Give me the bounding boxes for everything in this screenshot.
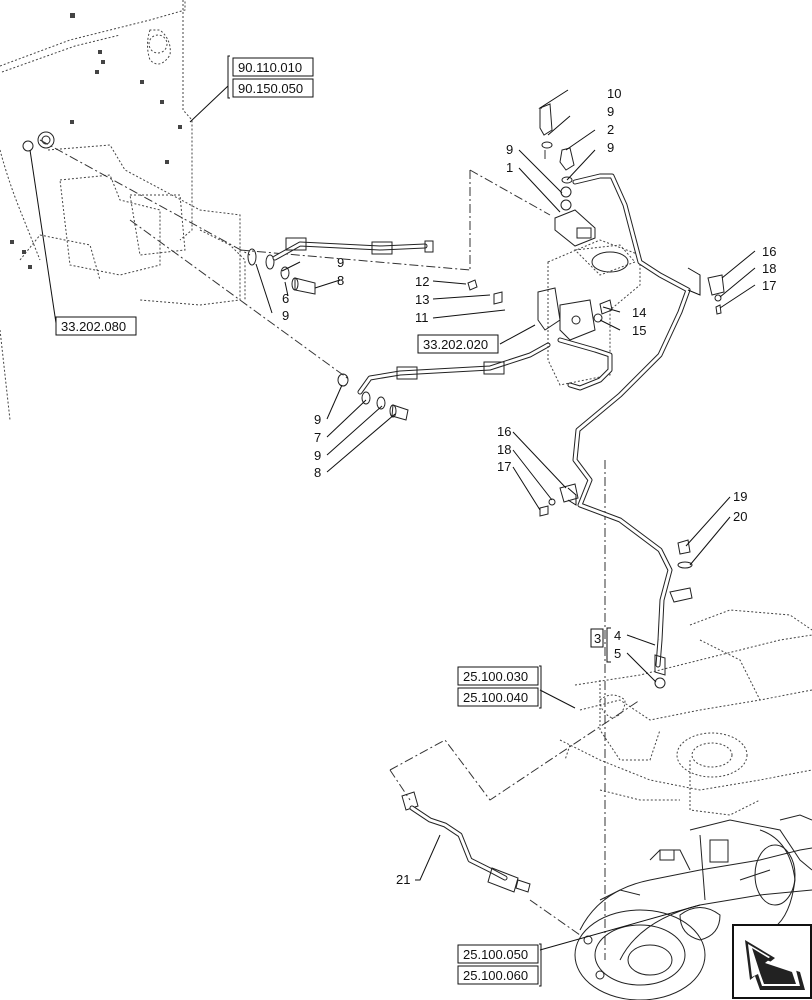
callout-15: 15 [632,323,646,338]
ref-25-100-030[interactable]: 25.100.030 [463,669,528,684]
leader-lines [29,85,756,951]
callout-1: 1 [506,160,513,175]
callout-11: 11 [415,310,429,325]
brake-master-cylinder [467,103,641,386]
hose-21 [401,791,531,893]
callout-5: 5 [614,646,621,661]
callout-9: 9 [314,412,321,427]
callout-17: 17 [762,278,776,293]
callout-18: 18 [497,442,511,457]
upper-hose-assembly [247,237,434,295]
wheel-hub-assembly [574,814,812,1000]
callout-19: 19 [733,489,747,504]
reference-boxes: 90.110.010 90.150.050 33.202.080 33.202.… [55,55,611,987]
ref-33-202-020[interactable]: 33.202.020 [423,337,488,352]
pipe-clips [539,274,725,603]
ref-box-33-202-020[interactable] [417,334,499,354]
callout-18: 18 [762,261,776,276]
ref-90-150-050[interactable]: 90.150.050 [238,81,303,96]
callout-7: 7 [314,430,321,445]
callout-10: 10 [607,86,621,101]
front-axle [559,609,812,816]
ref-33-202-080[interactable]: 33.202.080 [61,319,126,334]
ref-box-25-100-050[interactable] [457,944,539,964]
ref-box-90-150-050[interactable] [232,78,314,98]
ref-90-110-010[interactable]: 90.110.010 [238,60,302,75]
ref-25-100-060[interactable]: 25.100.060 [463,968,528,983]
callout-12: 12 [415,274,429,289]
callout-2: 2 [607,122,614,137]
callout-9: 9 [607,104,614,119]
callout-16: 16 [762,244,776,259]
ref-box-33-202-080[interactable] [55,316,137,336]
ref-box-25-100-040[interactable] [457,687,539,707]
callout-4: 4 [614,628,621,643]
callout-6: 6 [282,291,289,306]
callout-21: 21 [396,872,410,887]
callout-17: 17 [497,459,511,474]
ref-25-100-040[interactable]: 25.100.040 [463,690,528,705]
callout-9: 9 [607,140,614,155]
callout-9: 9 [337,255,344,270]
callout-20: 20 [733,509,747,524]
callout-numbers: 10 9 2 9 9 1 9 8 6 9 12 13 11 14 15 16 1… [282,86,776,887]
callout-13: 13 [415,292,429,307]
kit-number[interactable]: 3 [594,631,601,646]
callout-8: 8 [314,465,321,480]
callout-9: 9 [314,448,321,463]
lower-hose-assembly [337,342,551,421]
ref-25-100-050[interactable]: 25.100.050 [463,947,528,962]
chassis-frame [0,0,246,421]
ref-box-25-100-030[interactable] [457,666,539,686]
direction-arrow-icon[interactable] [732,924,812,999]
callout-9: 9 [506,142,513,157]
kit-box[interactable] [590,628,604,648]
brake-pipes [557,173,701,689]
callout-9: 9 [282,308,289,323]
callout-14: 14 [632,305,646,320]
callout-8: 8 [337,273,344,288]
ref-box-25-100-060[interactable] [457,965,539,985]
ref-box-90-110-010[interactable] [232,57,314,77]
callout-16: 16 [497,424,511,439]
